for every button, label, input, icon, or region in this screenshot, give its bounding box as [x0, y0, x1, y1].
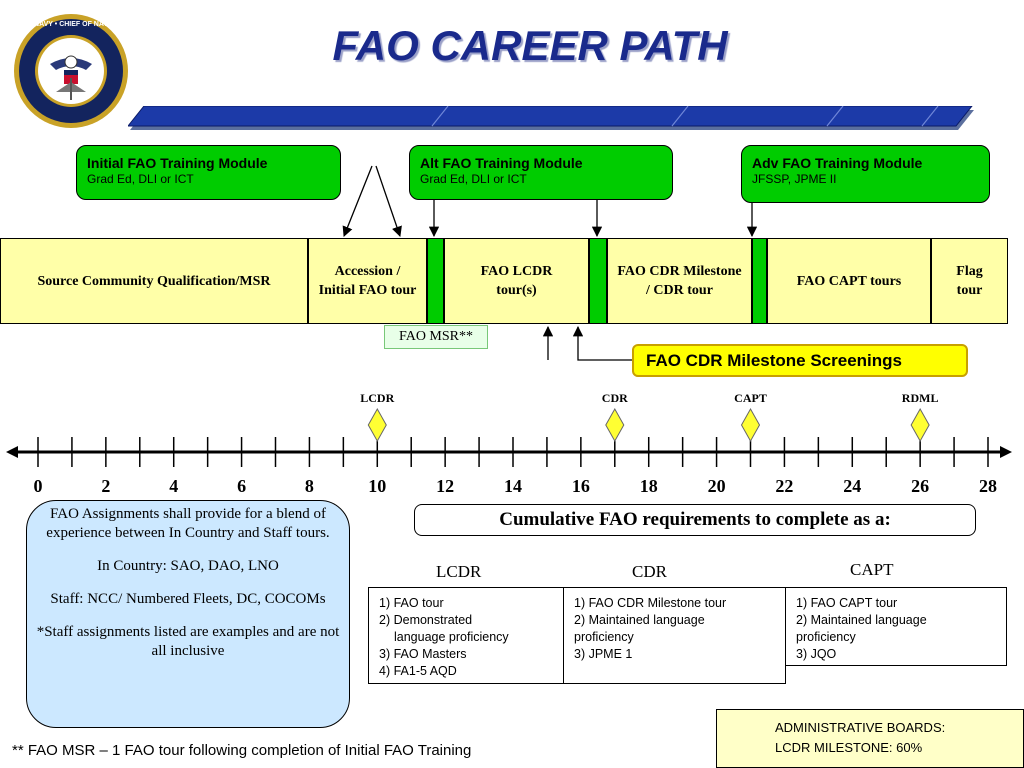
stage-source-community: Source Community Qualification/MSR	[0, 238, 308, 324]
req-item: 2) Demonstrated	[379, 613, 473, 627]
tick-label: 4	[169, 476, 179, 496]
req-item: 1) FAO CDR Milestone tour	[574, 596, 727, 610]
page-title: FAO CAREER PATH	[332, 22, 728, 69]
module-sub: Grad Ed, DLI or ICT	[87, 172, 194, 186]
admin-line-1: ADMINISTRATIVE BOARDS:	[775, 720, 946, 735]
req-item: 3) JQO	[796, 647, 837, 661]
module-heading: Alt FAO Training Module	[420, 155, 583, 171]
tick-label: 12	[436, 476, 455, 496]
career-stage-row: Source Community Qualification/MSR Acces…	[0, 238, 1008, 324]
req-item: 3) FAO Masters	[379, 647, 467, 661]
career-timeline: LCDR CDR CAPT RDML	[6, 391, 1012, 467]
req-item: 1) FAO tour	[379, 596, 444, 610]
stage-capt-tours: FAO CAPT tours	[767, 238, 931, 324]
seal-text: UNITED STATES NAVY • CHIEF OF NAVAL OPER…	[12, 21, 130, 28]
stage-lcdr-tours: FAO LCDR tour(s)	[444, 238, 589, 324]
req-header-cdr: CDR	[632, 562, 667, 581]
adv-fao-training-module: Adv FAO Training Module JFSSP, JPME II	[741, 145, 990, 203]
req-list-capt: 1) FAO CAPT tour 2) Maintained language …	[785, 587, 1007, 666]
stage-cdr-tour: FAO CDR Milestone / CDR tour	[607, 238, 752, 324]
training-marker	[752, 238, 767, 324]
cumulative-requirements-title: Cumulative FAO requirements to complete …	[414, 504, 976, 536]
rank-label-capt: CAPT	[734, 391, 767, 405]
module-heading: Initial FAO Training Module	[87, 155, 268, 171]
title-decorative-bar	[128, 106, 974, 130]
note-blend: FAO Assignments shall provide for a blen…	[46, 506, 330, 541]
req-item: proficiency	[574, 630, 634, 644]
tick-label: 24	[843, 476, 862, 496]
req-header-lcdr: LCDR	[436, 562, 482, 581]
tick-label: 2	[101, 476, 111, 496]
training-marker	[427, 238, 444, 324]
stage-accession: Accession / Initial FAO tour	[308, 238, 427, 324]
tick-label: 8	[304, 476, 314, 496]
stage-flag-tour: Flag tour	[931, 238, 1008, 324]
tick-label: 16	[571, 476, 590, 496]
alt-fao-training-module: Alt FAO Training Module Grad Ed, DLI or …	[409, 145, 673, 200]
rank-label-rdml: RDML	[902, 391, 939, 405]
rank-marker-lcdr	[367, 407, 387, 443]
timeline-arrow-right	[1000, 446, 1012, 458]
req-item: 2) Maintained language	[796, 613, 927, 627]
timeline-arrow-left	[6, 446, 18, 458]
tick-label: 26	[911, 476, 930, 496]
req-list-cdr: 1) FAO CDR Milestone tour 2) Maintained …	[563, 587, 786, 684]
fao-msr-label: FAO MSR**	[384, 325, 488, 349]
rank-label-cdr: CDR	[602, 391, 628, 405]
tick-label: 10	[368, 476, 387, 496]
tick-label: 22	[775, 476, 794, 496]
tick-label: 28	[979, 476, 997, 496]
req-item: 1) FAO CAPT tour	[796, 596, 898, 610]
req-item: 3) JPME 1	[574, 647, 633, 661]
rank-marker-capt	[740, 407, 761, 443]
tick-label: 20	[707, 476, 726, 496]
rank-marker-cdr	[605, 407, 625, 443]
module-sub: Grad Ed, DLI or ICT	[420, 172, 527, 186]
navy-seal-logo: UNITED STATES NAVY • CHIEF OF NAVAL OPER…	[12, 14, 130, 128]
module-sub: JFSSP, JPME II	[752, 172, 837, 186]
tick-label: 6	[237, 476, 247, 496]
req-item: proficiency	[796, 630, 856, 644]
req-list-lcdr: 1) FAO tour 2) Demonstrated language pro…	[368, 587, 564, 684]
footnote: ** FAO MSR – 1 FAO tour following comple…	[12, 742, 472, 759]
tick-label: 0	[33, 476, 43, 496]
rank-marker-rdml	[910, 407, 930, 443]
administrative-boards: ADMINISTRATIVE BOARDS: LCDR MILESTONE: 6…	[716, 709, 1024, 768]
admin-line-2: LCDR MILESTONE: 60%	[775, 740, 923, 755]
initial-fao-training-module: Initial FAO Training Module Grad Ed, DLI…	[76, 145, 341, 200]
req-item: language proficiency	[394, 630, 509, 644]
tick-label: 18	[639, 476, 658, 496]
req-item: 4) FA1-5 AQD	[379, 664, 457, 678]
note-staff: Staff: NCC/ Numbered Fleets, DC, COCOMs	[50, 591, 326, 607]
module-heading: Adv FAO Training Module	[752, 155, 923, 171]
note-in-country: In Country: SAO, DAO, LNO	[97, 558, 279, 574]
cdr-milestone-screenings: FAO CDR Milestone Screenings	[632, 344, 968, 377]
rank-label-lcdr: LCDR	[360, 391, 394, 405]
note-disclaimer: *Staff assignments listed are examples a…	[36, 624, 340, 659]
training-marker	[589, 238, 607, 324]
tick-label: 14	[504, 476, 522, 496]
req-header-capt: CAPT	[850, 560, 894, 579]
assignments-note: FAO Assignments shall provide for a blen…	[26, 500, 350, 728]
req-item: 2) Maintained language	[574, 613, 705, 627]
